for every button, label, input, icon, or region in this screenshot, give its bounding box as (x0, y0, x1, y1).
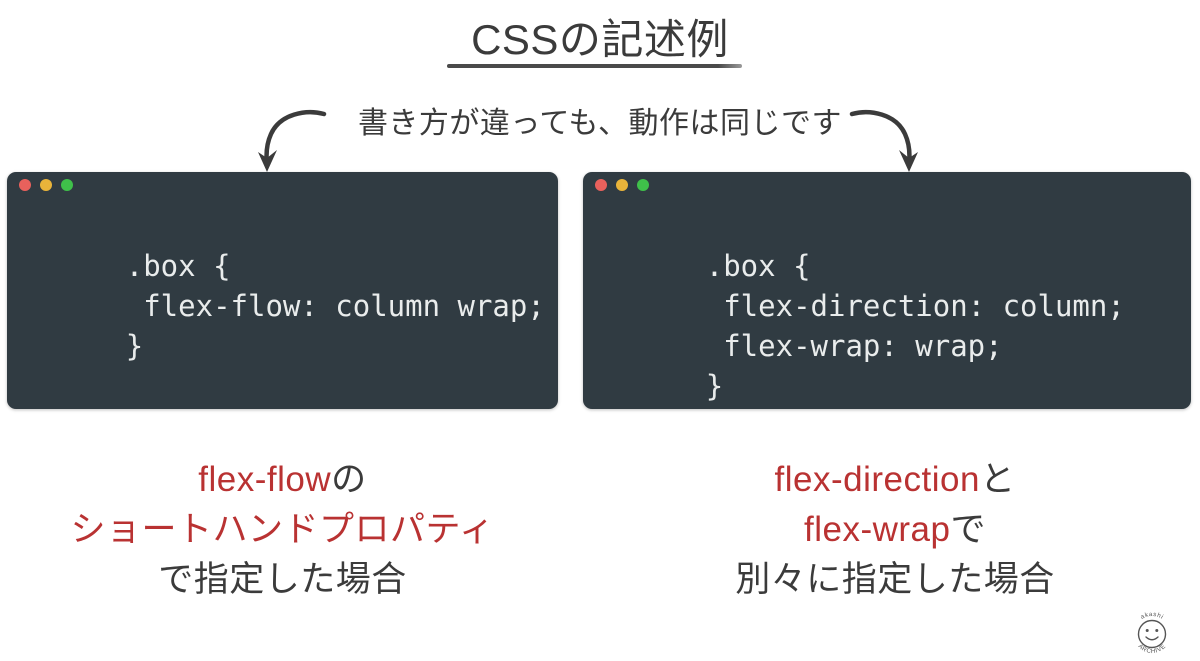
smiley-face-icon (1137, 619, 1167, 649)
title-underline (447, 64, 742, 68)
window-titlebar-left (7, 172, 558, 198)
caption-highlight: ショートハンドプロパティ (70, 510, 495, 549)
caption-tail: で (950, 510, 986, 549)
logo-bottom-text: ARCHIVE (1137, 643, 1168, 655)
title-block: CSSの記述例 (0, 14, 1200, 66)
code-window-right: .box { flex-direction: column; flex-wrap… (583, 172, 1191, 409)
caption-tail: の (331, 460, 367, 499)
caption-right: flex-directionと flex-wrapで 別々に指定した場合 (600, 455, 1190, 605)
maximize-dot-icon[interactable] (637, 179, 649, 191)
caption-highlight: flex-direction (774, 460, 980, 499)
close-dot-icon[interactable] (19, 179, 31, 191)
close-dot-icon[interactable] (595, 179, 607, 191)
logo-top-text: akashi (1139, 611, 1164, 621)
caption-highlight: flex-flow (198, 460, 332, 499)
caption-line: flex-wrapで (600, 505, 1190, 555)
smiley-mouth-icon (1145, 636, 1159, 641)
archive-logo: akashi ARCHIVE (1137, 611, 1168, 655)
smiley-eye-right-icon (1155, 629, 1159, 632)
caption-line: 別々に指定した場合 (735, 560, 1055, 599)
code-window-left: .box { flex-flow: column wrap; } (7, 172, 558, 409)
maximize-dot-icon[interactable] (61, 179, 73, 191)
annotation-label: 書き方が違っても、動作は同じです (357, 107, 843, 140)
code-line: } (705, 369, 724, 403)
code-block-left: .box { flex-flow: column wrap; } (7, 198, 558, 406)
caption-tail: と (979, 460, 1016, 499)
caption-line: flex-flowの (10, 455, 555, 505)
code-line: flex-flow: column wrap; (125, 289, 545, 323)
caption-line: ショートハンドプロパティ (10, 505, 555, 555)
minimize-dot-icon[interactable] (616, 179, 628, 191)
page-title: CSSの記述例 (471, 16, 729, 63)
code-block-right: .box { flex-direction: column; flex-wrap… (583, 198, 1191, 409)
window-titlebar-right (583, 172, 1191, 198)
smiley-eye-left-icon (1145, 629, 1149, 632)
code-line: .box { (705, 249, 811, 283)
minimize-dot-icon[interactable] (40, 179, 52, 191)
code-line: .box { (125, 249, 231, 283)
code-line: } (125, 329, 144, 363)
caption-line: flex-directionと (600, 455, 1190, 505)
caption-left: flex-flowの ショートハンドプロパティ で指定した場合 (10, 455, 555, 605)
caption-line: で指定した場合 (158, 560, 407, 599)
caption-highlight: flex-wrap (804, 510, 951, 549)
code-line: flex-direction: column; (705, 289, 1125, 323)
code-line: flex-wrap: wrap; (705, 329, 1003, 363)
